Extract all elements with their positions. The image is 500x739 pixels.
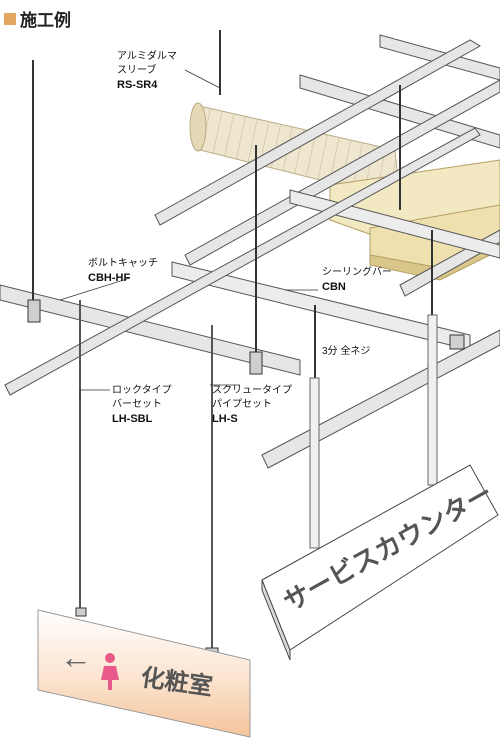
label-sleeve-line2: スリーブ xyxy=(117,65,157,76)
leader-lines xyxy=(59,69,318,400)
restroom-sign: ← 化粧室 xyxy=(37,609,251,738)
label-lock-type-line1: ロックタイプ xyxy=(112,385,172,396)
label-lock-type-line2: バーセット xyxy=(112,399,162,410)
hanger-bolts xyxy=(32,30,433,380)
label-bolt-line1: 3分 全ネジ xyxy=(322,346,371,357)
service-counter-sign: サービスカウンター xyxy=(261,464,499,661)
label-screw-type-line2: パイプセット xyxy=(212,399,272,410)
person-icon xyxy=(101,653,119,690)
label-bolt-catch-code: CBH-HF xyxy=(88,272,131,284)
label-sleeve-code: RS-SR4 xyxy=(117,79,158,91)
label-bolt-catch: ボルトキャッチ CBH-HF xyxy=(88,257,158,285)
label-bolt-catch-line1: ボルトキャッチ xyxy=(88,258,158,269)
label-ceiling-bar: シーリングバー CBN xyxy=(322,266,392,294)
pendant-rods xyxy=(79,300,438,650)
label-ceiling-bar-code: CBN xyxy=(322,281,346,293)
title-marker-icon xyxy=(4,12,16,25)
label-ceiling-bar-line1: シーリングバー xyxy=(322,267,392,278)
label-lock-type: ロックタイプ バーセット LH-SBL xyxy=(112,384,172,426)
page-title: 施工例 xyxy=(4,6,71,31)
arrow-left-icon: ← xyxy=(60,639,92,675)
label-lock-type-code: LH-SBL xyxy=(112,413,153,425)
label-screw-type-code: LH-S xyxy=(212,413,238,425)
label-sleeve: アルミダルマ スリーブ RS-SR4 xyxy=(117,50,177,92)
label-screw-type: スクリュータイプ パイプセット LH-S xyxy=(212,384,292,426)
label-screw-type-line1: スクリュータイプ xyxy=(212,385,292,396)
title-text: 施工例 xyxy=(20,11,71,30)
label-sleeve-line1: アルミダルマ xyxy=(117,51,177,62)
front-rails xyxy=(0,127,500,469)
label-bolt: 3分 全ネジ xyxy=(322,345,370,359)
